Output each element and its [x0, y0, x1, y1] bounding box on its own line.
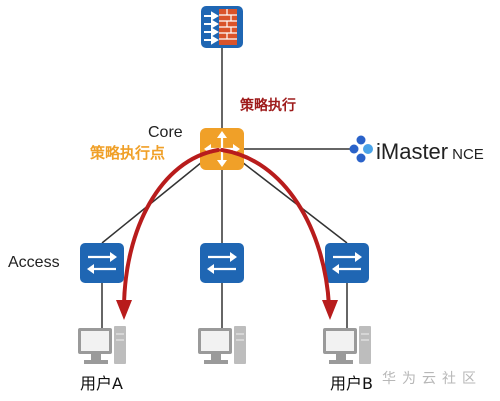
controller-suffix: NCE — [452, 146, 484, 163]
user-b-label: 用户B — [330, 374, 373, 393]
traffic-arrow-to-user-a — [122, 148, 220, 308]
pc-icon-user-a — [78, 326, 126, 364]
firewall-icon — [201, 6, 243, 48]
watermark-text: 华为云社区 — [382, 371, 482, 387]
controller-name: iMaster — [376, 139, 449, 164]
access-switch-left — [80, 243, 124, 283]
link-core-access-right — [241, 161, 348, 244]
access-switch-right — [325, 243, 369, 283]
core-label: Core — [148, 124, 183, 141]
traffic-arrow-to-user-b — [220, 148, 331, 308]
access-label: Access — [8, 254, 60, 271]
pc-icon-middle — [198, 326, 246, 364]
policy-enforcement-point-label: 策略执行点 — [90, 144, 166, 162]
traffic-arrowhead-user-b — [322, 300, 338, 320]
policy-execution-label: 策略执行 — [240, 98, 296, 114]
pc-icon-user-b — [323, 326, 371, 364]
access-switch-middle — [200, 243, 244, 283]
user-a-label: 用户A — [80, 374, 123, 393]
traffic-arrowhead-user-a — [116, 300, 132, 320]
imaster-nce-logo-icon — [349, 135, 373, 163]
